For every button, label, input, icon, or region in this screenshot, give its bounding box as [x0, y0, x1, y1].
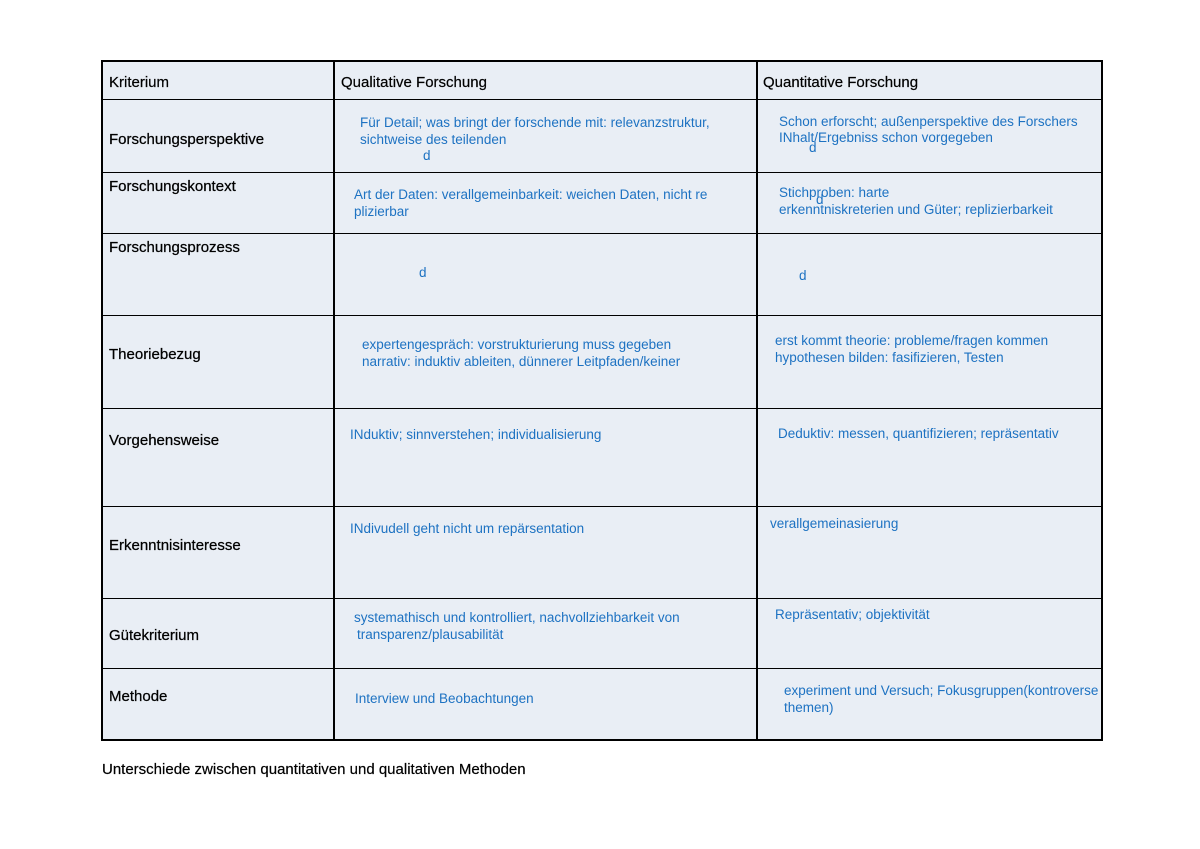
row-divider [103, 172, 1101, 173]
qualitative-note: Interview und Beobachtungen [355, 691, 534, 706]
qualitative-note: expertengespräch: vorstrukturierung muss… [362, 337, 672, 352]
quantitative-note: experiment und Versuch; Fokusgruppen(kon… [784, 683, 1099, 698]
row-divider [103, 99, 1101, 100]
qualitative-note: Art der Daten: verallgemeinbarkeit: weic… [354, 187, 708, 202]
row-divider [103, 408, 1101, 409]
criterion-label: Forschungskontext [109, 178, 236, 195]
row-divider [103, 315, 1101, 316]
quantitative-note: d [816, 192, 824, 207]
quantitative-note: INhalt/Ergebniss schon vorgegeben [779, 130, 993, 145]
qualitative-note: systemathisch und kontrolliert, nachvoll… [354, 610, 680, 625]
qualitative-note: transparenz/plausabilität [357, 627, 504, 642]
quantitative-note: hypothesen bilden: fasifizieren, Testen [775, 350, 1004, 365]
table-caption: Unterschiede zwischen quantitativen und … [102, 761, 526, 778]
quantitative-note: themen) [784, 700, 834, 715]
quantitative-note: Repräsentativ; objektivität [775, 607, 930, 622]
quantitative-note: verallgemeinasierung [770, 516, 899, 531]
criterion-label: Methode [109, 688, 168, 705]
quantitative-note: d [809, 140, 817, 155]
qualitative-note: d [419, 265, 427, 280]
column-divider [756, 62, 758, 739]
qualitative-note: INduktiv; sinnverstehen; individualisier… [350, 427, 602, 442]
quantitative-note: erkenntniskreterien und Güter; replizier… [779, 202, 1053, 217]
qualitative-note: INdivudell geht nicht um repärsentation [350, 521, 585, 536]
criterion-label: Forschungsperspektive [109, 131, 265, 148]
qualitative-note: narrativ: induktiv ableiten, dünnerer Le… [362, 354, 681, 369]
qualitative-note: sichtweise des teilenden [360, 132, 507, 147]
quantitative-note: Stichproben: harte [779, 185, 890, 200]
comparison-table: Kriterium Qualitative Forschung Quantita… [101, 60, 1103, 741]
header-qualitative: Qualitative Forschung [341, 74, 487, 91]
row-divider [103, 233, 1101, 234]
criterion-label: Vorgehensweise [109, 432, 220, 449]
row-divider [103, 506, 1101, 507]
criterion-label: Theoriebezug [109, 346, 201, 363]
qualitative-note: d [423, 148, 431, 163]
criterion-label: Erkenntnisinteresse [109, 537, 241, 554]
row-divider [103, 598, 1101, 599]
row-divider [103, 668, 1101, 669]
quantitative-note: d [799, 268, 807, 283]
qualitative-note: Für Detail; was bringt der forschende mi… [360, 115, 710, 130]
qualitative-note: plizierbar [354, 204, 409, 219]
column-divider [333, 62, 335, 739]
header-kriterium: Kriterium [109, 74, 170, 91]
quantitative-note: erst kommt theorie: probleme/fragen komm… [775, 333, 1049, 348]
header-quantitative: Quantitative Forschung [763, 74, 919, 91]
quantitative-note: Deduktiv: messen, quantifizieren; repräs… [778, 426, 1059, 441]
criterion-label: Gütekriterium [109, 627, 200, 644]
criterion-label: Forschungsprozess [109, 239, 240, 256]
quantitative-note: Schon erforscht; außenperspektive des Fo… [779, 114, 1078, 129]
